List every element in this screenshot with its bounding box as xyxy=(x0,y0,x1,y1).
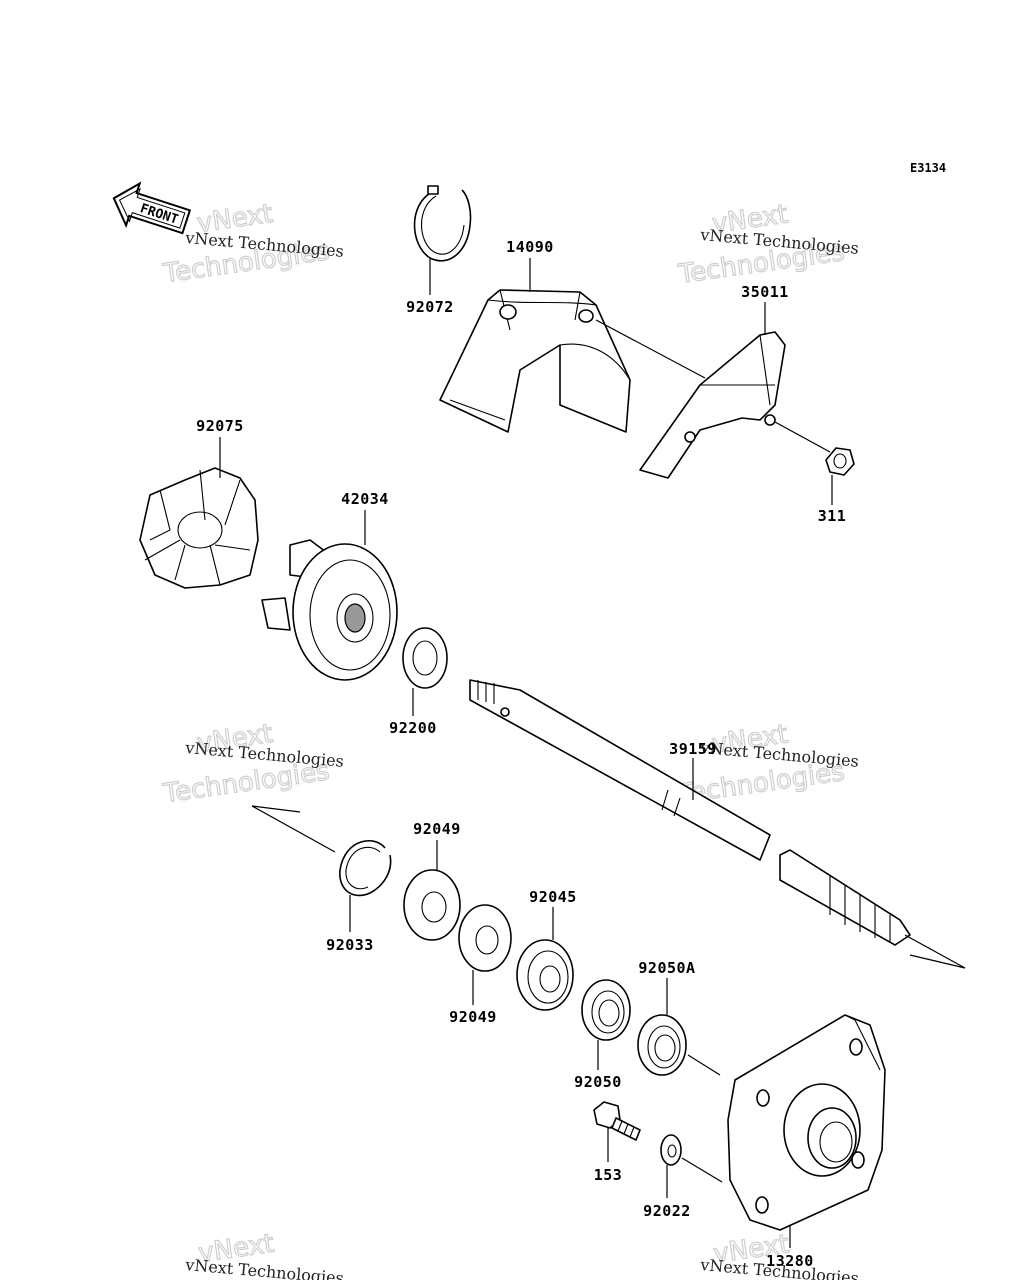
part-label-92022: 92022 xyxy=(643,1202,691,1220)
clamp-92072 xyxy=(413,185,472,262)
impeller-42034 xyxy=(261,539,398,681)
part-label-153: 153 xyxy=(594,1166,623,1184)
part-label-311: 311 xyxy=(818,507,847,525)
seal-92050 xyxy=(581,979,631,1041)
part-label-92050A: 92050A xyxy=(638,959,695,977)
part-label-92200: 92200 xyxy=(389,719,437,737)
seal-92049-lower xyxy=(458,904,512,972)
damper-92075 xyxy=(139,467,259,589)
part-label-92072: 92072 xyxy=(406,298,454,316)
part-labels: 92072 14090 35011 311 92075 42034 92200 … xyxy=(196,238,846,1270)
circlip-92033 xyxy=(339,840,392,897)
diagram-code: E3134 xyxy=(910,161,946,175)
part-label-42034: 42034 xyxy=(341,490,389,508)
washer-92022 xyxy=(660,1134,682,1166)
housing-13280 xyxy=(727,1014,886,1231)
part-label-92075: 92075 xyxy=(196,417,244,435)
cover-14090 xyxy=(439,289,631,433)
part-label-14090: 14090 xyxy=(506,238,554,256)
part-label-39159: 39159 xyxy=(669,740,717,758)
part-label-13280: 13280 xyxy=(766,1252,814,1270)
seal-92050A xyxy=(637,1014,687,1076)
part-label-92049-upper: 92049 xyxy=(413,820,461,838)
front-arrow-icon: FRONT xyxy=(112,181,192,235)
leader-lines xyxy=(219,258,833,1248)
bracket-35011 xyxy=(639,331,786,479)
part-label-35011: 35011 xyxy=(741,283,789,301)
part-label-92045: 92045 xyxy=(529,888,577,906)
part-label-92049-lower: 92049 xyxy=(449,1008,497,1026)
bolt-153 xyxy=(593,1101,641,1141)
axis-arrow-icon xyxy=(251,805,336,853)
shaft-39159 xyxy=(469,679,911,946)
part-label-92050: 92050 xyxy=(574,1073,622,1091)
nut-311 xyxy=(825,447,855,476)
bearing-92045 xyxy=(516,939,574,1011)
washer-92200 xyxy=(402,627,448,689)
seal-92049-upper xyxy=(403,869,461,941)
part-label-92033: 92033 xyxy=(326,936,374,954)
